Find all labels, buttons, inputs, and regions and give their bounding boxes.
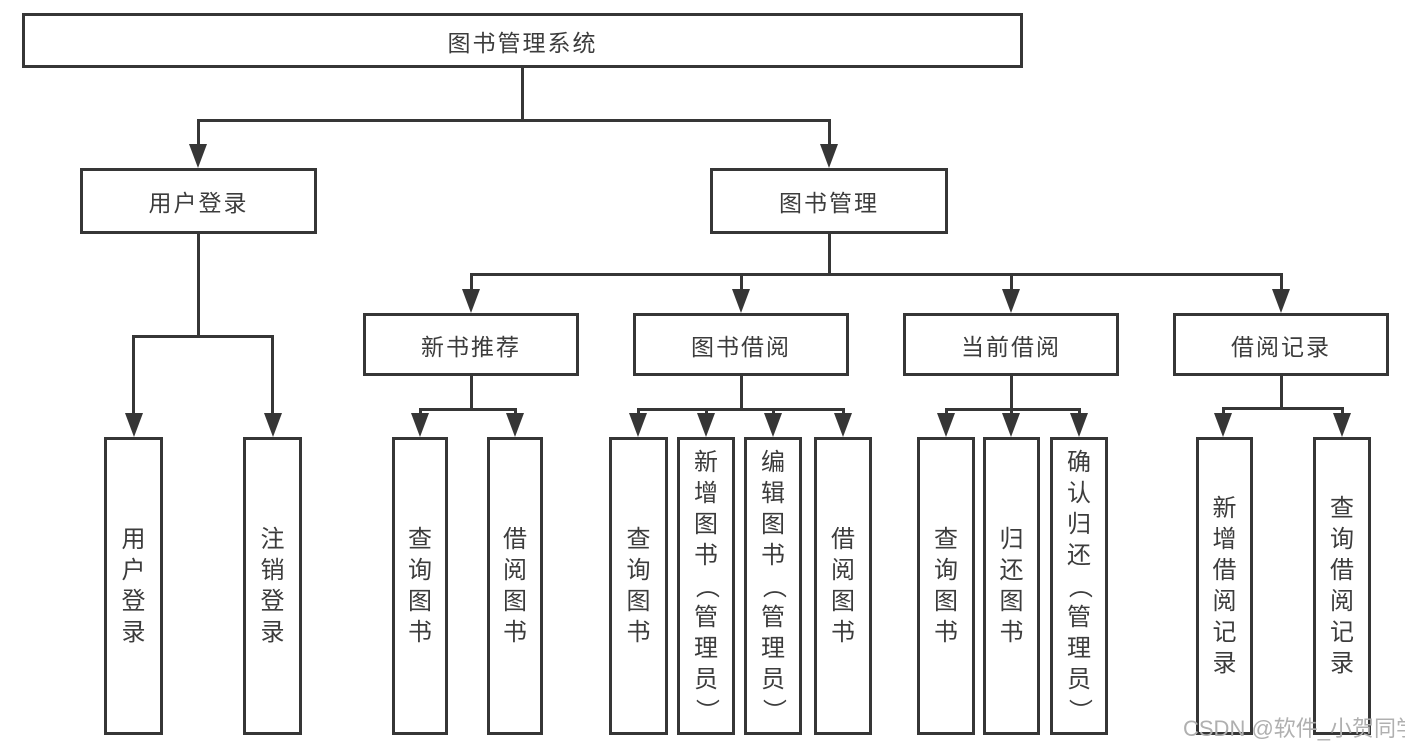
connector-line [1280, 273, 1283, 292]
arrow-down [697, 413, 715, 437]
node-current-borrow: 当前借阅 [903, 313, 1119, 376]
connector-line [470, 273, 473, 292]
node-leaf-borrow-book-1-label: 借阅图书 [503, 526, 527, 646]
node-new-book-recommend-label: 新书推荐 [421, 333, 521, 360]
node-leaf-confirm-return-admin-label: 确认归还（管理员） [1065, 448, 1093, 723]
node-leaf-query-book-1: 查询图书 [392, 437, 448, 735]
arrow-down [1002, 289, 1020, 313]
node-leaf-borrow-book-2: 借阅图书 [814, 437, 872, 735]
arrow-down [834, 413, 852, 437]
node-library-system: 图书管理系统 [22, 13, 1023, 68]
connector-line [132, 335, 135, 417]
node-leaf-add-book-admin: 新增图书（管理员） [677, 437, 735, 735]
node-borrow-record: 借阅记录 [1173, 313, 1389, 376]
node-leaf-user-login-label: 用户登录 [121, 526, 146, 646]
node-leaf-query-borrow-record-label: 查询借阅记录 [1330, 495, 1354, 677]
csdn-watermark: CSDN @软件_小贺同学 [1183, 716, 1405, 741]
arrow-down [937, 413, 955, 437]
node-leaf-borrow-book-2-label: 借阅图书 [831, 526, 855, 646]
node-book-management-label: 图书管理 [779, 190, 879, 216]
arrow-down [411, 413, 429, 437]
arrow-down [1272, 289, 1290, 313]
node-leaf-borrow-book-1: 借阅图书 [487, 437, 543, 735]
connector-line [637, 408, 844, 411]
arrow-down [1002, 413, 1020, 437]
node-leaf-user-login: 用户登录 [104, 437, 163, 735]
node-leaf-confirm-return-admin: 确认归还（管理员） [1050, 437, 1108, 735]
node-leaf-query-book-2-label: 查询图书 [626, 526, 651, 646]
node-book-management: 图书管理 [710, 168, 948, 234]
node-leaf-logout-label: 注销登录 [260, 526, 285, 646]
node-leaf-add-borrow-record-label: 新增借阅记录 [1212, 495, 1237, 677]
connector-line [419, 408, 517, 411]
arrow-down [462, 289, 480, 313]
connector-line [470, 273, 1282, 276]
node-book-borrow-label: 图书借阅 [691, 333, 791, 360]
connector-line [828, 234, 831, 275]
node-leaf-return-book: 归还图书 [983, 437, 1040, 735]
node-leaf-query-book-1-label: 查询图书 [408, 526, 432, 646]
connector-line [1010, 273, 1013, 292]
arrow-down [1333, 413, 1351, 437]
connector-line [197, 234, 200, 337]
arrow-down [1214, 413, 1232, 437]
arrow-down [1070, 413, 1088, 437]
node-book-borrow: 图书借阅 [633, 313, 849, 376]
arrow-down [506, 413, 524, 437]
connector-line [1010, 376, 1013, 410]
node-leaf-query-book-3: 查询图书 [917, 437, 975, 735]
node-user-login: 用户登录 [80, 168, 317, 234]
connector-line [828, 119, 831, 148]
node-library-system-label: 图书管理系统 [447, 29, 598, 56]
arrow-down [820, 144, 838, 168]
node-leaf-add-borrow-record: 新增借阅记录 [1196, 437, 1253, 735]
node-leaf-add-book-admin-label: 新增图书（管理员） [692, 448, 720, 723]
node-leaf-logout: 注销登录 [243, 437, 302, 735]
connector-line [1280, 376, 1283, 409]
connector-line [1222, 407, 1343, 410]
node-borrow-record-label: 借阅记录 [1231, 333, 1331, 360]
node-leaf-return-book-label: 归还图书 [999, 526, 1024, 646]
arrow-down [629, 413, 647, 437]
connector-line [740, 273, 743, 292]
arrow-down [264, 413, 282, 437]
connector-line [521, 68, 524, 121]
connector-line [197, 119, 831, 122]
node-leaf-edit-book-admin: 编辑图书（管理员） [744, 437, 802, 735]
node-current-borrow-label: 当前借阅 [961, 333, 1061, 360]
node-leaf-query-book-2: 查询图书 [609, 437, 668, 735]
node-leaf-query-book-3-label: 查询图书 [934, 526, 958, 646]
arrow-down [732, 289, 750, 313]
connector-line [132, 335, 274, 338]
arrow-down [125, 413, 143, 437]
node-leaf-edit-book-admin-label: 编辑图书（管理员） [759, 448, 787, 723]
arrow-down [189, 144, 207, 168]
node-leaf-query-borrow-record: 查询借阅记录 [1313, 437, 1371, 735]
connector-line [271, 335, 274, 417]
node-user-login-label: 用户登录 [148, 190, 249, 216]
connector-line [740, 376, 743, 410]
arrow-down [764, 413, 782, 437]
connector-line [470, 376, 473, 410]
connector-line [197, 119, 200, 148]
node-new-book-recommend: 新书推荐 [363, 313, 579, 376]
